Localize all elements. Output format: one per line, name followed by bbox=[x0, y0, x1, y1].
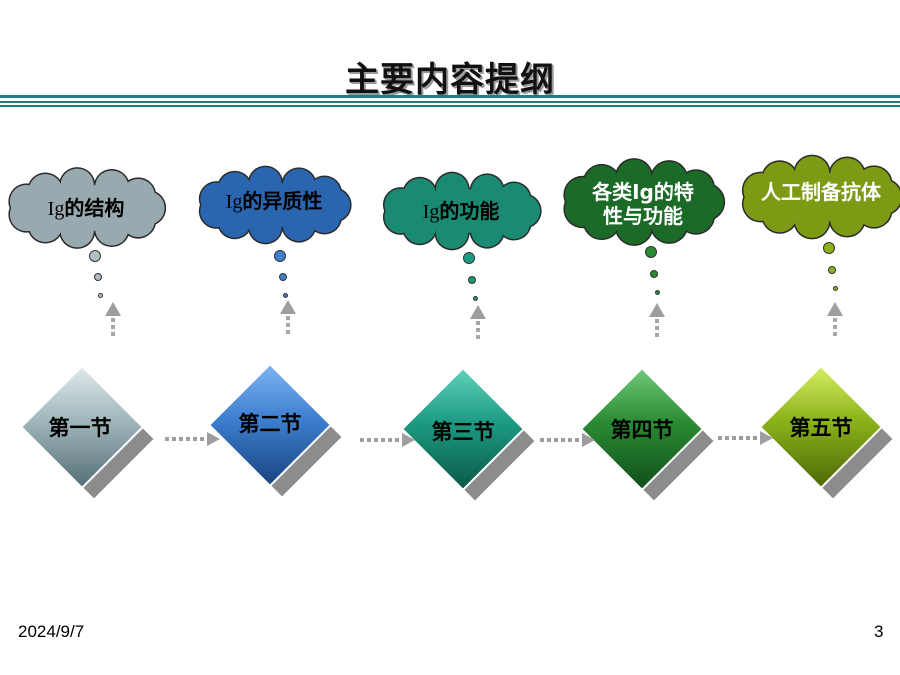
cloud-5: 人工制备抗体 bbox=[741, 154, 900, 240]
bubble-dot bbox=[463, 252, 475, 264]
cloud-label-line-1: 各类Ig的特 bbox=[592, 180, 694, 204]
section-label: 第三节 bbox=[431, 420, 495, 444]
page-number: 3 bbox=[874, 622, 884, 641]
bubble-dot bbox=[655, 290, 660, 295]
cloud-shape bbox=[741, 154, 900, 240]
cloud-shape bbox=[198, 165, 352, 245]
right-arrow-icon bbox=[718, 429, 773, 445]
cloud-shape bbox=[563, 158, 726, 246]
footer-date: 2024/9/7 bbox=[18, 622, 85, 641]
dashed-connector bbox=[111, 318, 115, 339]
section-2[interactable]: 第二节 bbox=[210, 365, 342, 497]
cloud-3: Ig的功能 bbox=[382, 171, 542, 251]
bubble-dot bbox=[283, 293, 288, 298]
bubble-dot bbox=[98, 293, 103, 298]
cloud-prefix: Ig bbox=[225, 190, 243, 213]
up-arrow-icon bbox=[470, 305, 486, 319]
up-arrow-icon bbox=[827, 302, 843, 316]
section-1[interactable]: 第一节 bbox=[22, 367, 154, 499]
dashed-connector bbox=[833, 318, 837, 339]
cloud-prefix: Ig bbox=[422, 200, 440, 223]
right-arrow-icon bbox=[360, 431, 415, 447]
cloud-label: 的异质性 bbox=[242, 188, 323, 213]
bubble-dot bbox=[833, 286, 838, 291]
cloud-label: 人工制备抗体 bbox=[761, 180, 881, 204]
right-arrow-icon bbox=[540, 431, 595, 447]
up-arrow-icon bbox=[649, 303, 665, 317]
cloud-label: 的功能 bbox=[439, 198, 500, 223]
page-title: 主要内容提纲 bbox=[345, 60, 555, 100]
cloud-prefix: Ig bbox=[47, 197, 65, 220]
dashed-connector bbox=[655, 319, 659, 340]
section-4[interactable]: 第四节 bbox=[582, 369, 714, 501]
bubble-dot bbox=[473, 296, 478, 301]
bubble-dot bbox=[468, 276, 476, 284]
cloud-2: Ig的异质性 bbox=[198, 165, 352, 245]
bubble-dot bbox=[823, 242, 835, 254]
section-5[interactable]: 第五节 bbox=[761, 367, 893, 499]
dashed-connector bbox=[286, 316, 290, 337]
cloud-4: 各类Ig的特 性与功能 bbox=[563, 158, 726, 246]
cloud-shape bbox=[8, 167, 167, 249]
cloud-1: Ig的结构 bbox=[8, 167, 167, 249]
dashed-connector bbox=[476, 321, 480, 342]
cloud-label-line-2: 性与功能 bbox=[603, 204, 683, 228]
right-arrow-icon bbox=[165, 430, 220, 446]
bubble-dot bbox=[89, 250, 101, 262]
up-arrow-icon bbox=[280, 300, 296, 314]
section-label: 第四节 bbox=[610, 418, 674, 442]
bubble-dot bbox=[828, 266, 836, 274]
cloud-shape bbox=[382, 171, 542, 251]
bubble-dot bbox=[650, 270, 658, 278]
bubble-dot bbox=[279, 273, 287, 281]
section-label: 第五节 bbox=[789, 416, 853, 440]
bubble-dot bbox=[94, 273, 102, 281]
title-underline bbox=[0, 95, 900, 107]
up-arrow-icon bbox=[105, 302, 121, 316]
section-3[interactable]: 第三节 bbox=[403, 369, 535, 501]
bubble-dot bbox=[645, 246, 657, 258]
section-label: 第一节 bbox=[48, 416, 112, 440]
section-label: 第二节 bbox=[238, 412, 302, 436]
bubble-dot bbox=[274, 250, 286, 262]
cloud-label: 的结构 bbox=[64, 195, 125, 220]
